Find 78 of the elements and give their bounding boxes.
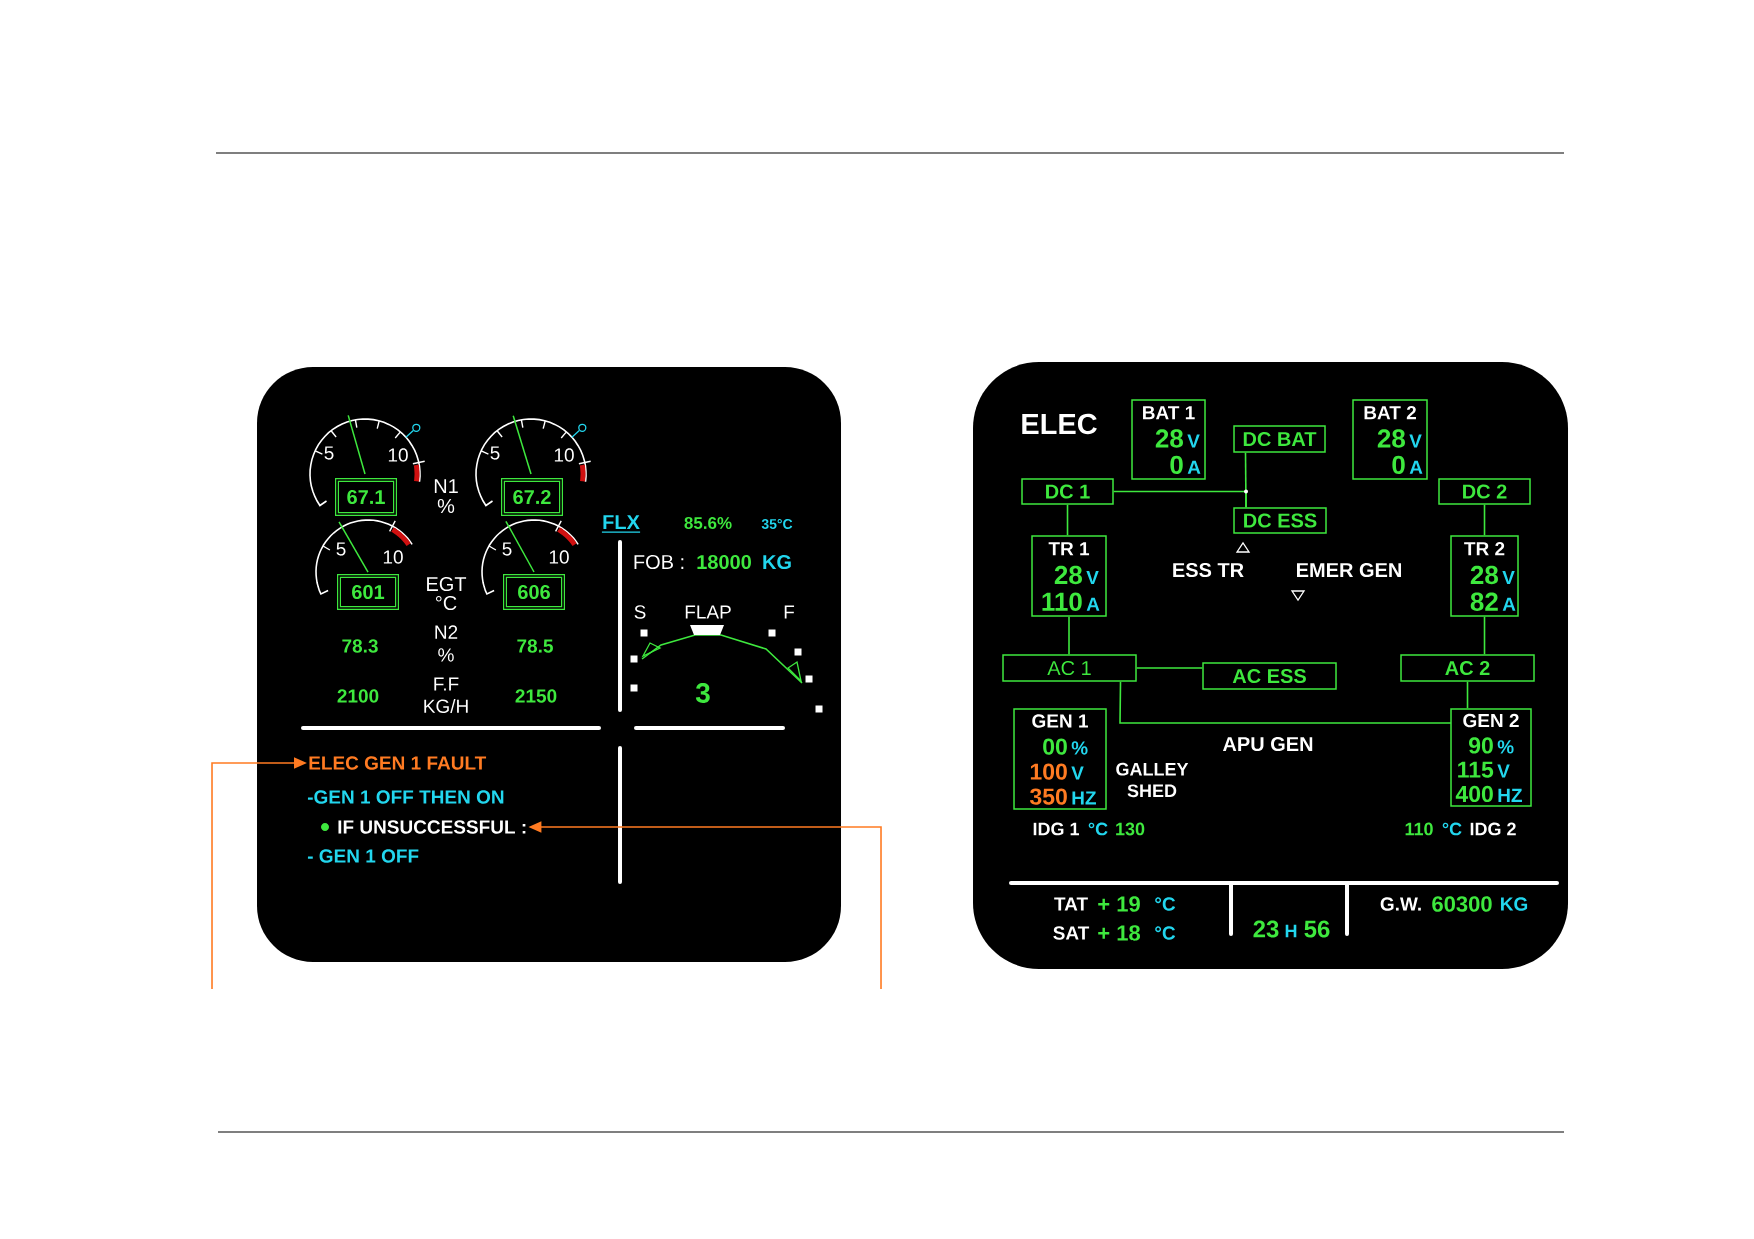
unit-label: % [437,499,455,513]
value-text: 78.5 [517,639,553,653]
value-text: 2150 [515,689,557,703]
procedure-text: - GEN 1 OFF [307,849,419,863]
parameter-label: SAT [1053,926,1090,940]
unit-label: °C [436,595,457,611]
parameter-label: TAT [1054,897,1088,911]
page-title: ELEC [1022,413,1097,435]
bus-box: DC BAT [1233,425,1326,453]
scale-label: F [784,605,795,619]
value-text: 110 [1405,822,1433,836]
bus-box: DC ESS [1233,507,1327,534]
readout-box: 606 [503,574,565,610]
parameter-label: EMER GEN [1297,562,1401,578]
value-text: + 18 [1098,925,1141,941]
unit-label: KG/H [424,699,468,713]
value-text: 85.6% [684,517,732,529]
connector-line [1068,615,1070,656]
value-text: 60300 [1432,896,1492,912]
value-text: 78.3 [342,639,378,653]
parameter-label: ESS TR [1173,562,1244,578]
connector-line [1483,615,1486,656]
readout-box: 67.2 [501,478,563,516]
bus-box: DC 1 [1021,478,1114,505]
parameter-label: N2 [435,625,458,639]
source-box: BAT 2 28 V 0 A [1352,399,1428,480]
connector-line [1244,451,1247,509]
source-box: GEN 2 90 % 115 V 400 HZ [1450,708,1532,807]
unit-label: °C [1155,897,1176,911]
connector-line [1466,680,1469,710]
scale-number: 10 [549,550,569,564]
parameter-label: APU GEN [1222,736,1313,752]
unit-label: KG [1501,897,1528,911]
source-box: GEN 1 00 % 100 V 350 HZ [1013,708,1107,810]
unit-label: °C [1155,926,1176,940]
scale-number: 5 [502,542,512,556]
connector-line [1483,503,1486,537]
parameter-label: FLAP [685,605,731,619]
value-text: + 19 [1098,896,1140,912]
mode-label: FLX [601,515,641,533]
parameter-label: EGT [427,576,467,592]
scale-number: 5 [490,446,500,460]
connector-line [1119,680,1452,724]
parameter-label: FOB : [634,554,684,570]
value-text: 3 [695,683,710,703]
connector-line [1135,667,1204,669]
procedure-text: IF UNSUCCESSFUL : [338,820,526,834]
unit-label: °C [1442,822,1462,836]
source-box: TR 2 28 V 82 A [1450,535,1519,617]
scale-number: 10 [388,448,408,462]
bus-box: DC 2 [1438,478,1531,505]
scale-number: 5 [324,446,334,460]
value-text: 23 [1253,920,1279,938]
scale-number: 5 [336,542,346,556]
warning-text: ELEC GEN 1 FAULT [309,756,487,770]
source-box: TR 1 28 V 110 A [1031,535,1107,617]
bus-box: AC 1 [1002,654,1137,682]
connector-line [1066,503,1069,537]
source-box: BAT 1 28 V 0 A [1131,399,1206,480]
value-text: 56 [1304,920,1330,938]
scale-label: S [634,605,646,619]
parameter-label: G.W. [1380,897,1421,911]
bus-box: AC ESS [1202,662,1337,690]
scale-number: 10 [383,550,403,564]
scale-number: 10 [554,448,574,462]
value-text: 18000 [697,554,751,570]
bus-box: AC 2 [1400,654,1535,682]
unit-label: H [1285,924,1297,938]
unit-label: KG [763,554,791,570]
readout-box: 601 [337,574,399,610]
procedure-text: -GEN 1 OFF THEN ON [307,790,504,804]
parameter-label: N1 [434,479,458,493]
parameter-label: F.F [434,677,459,691]
unit-label: % [438,648,454,662]
value-text: 130 [1116,822,1145,836]
value-text: 35°C [761,519,793,529]
value-text: 2100 [337,689,379,703]
readout-box: 67.1 [335,478,397,516]
